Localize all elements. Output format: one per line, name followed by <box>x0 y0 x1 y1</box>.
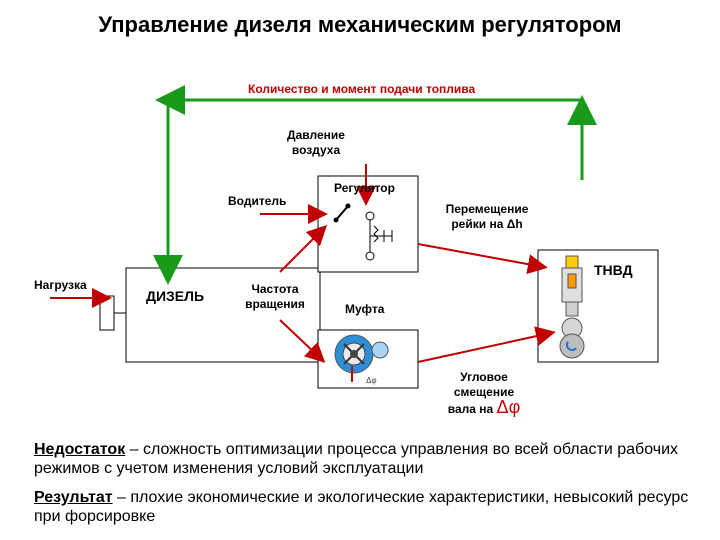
coupling-to-tnvd-arrow <box>417 326 556 363</box>
delta-phi-symbol: Δφ <box>496 397 521 417</box>
diesel-label: ДИЗЕЛЬ <box>146 288 205 304</box>
page-title: Управление дизеля механическим регулятор… <box>98 12 622 37</box>
result-text: – плохие экономические и экологические х… <box>34 489 689 525</box>
coupling-icon <box>334 334 389 382</box>
tnvd-box <box>537 249 659 363</box>
load-coupler-plate <box>99 295 115 331</box>
diesel-to-coupling-arrow <box>279 319 326 363</box>
regulator-label: Регулятор <box>334 181 395 195</box>
drawback-paragraph: Недостаток – сложность оптимизации проце… <box>34 440 694 478</box>
drawback-text: – сложность оптимизации процесса управле… <box>34 441 679 477</box>
angular-displacement-text: Угловое смещение вала на <box>447 370 515 416</box>
drawback-label: Недостаток <box>34 441 126 458</box>
green-feedback-line <box>155 85 584 140</box>
angular-displacement-label: Угловое смещение вала на Δφ <box>444 370 524 417</box>
fuel-quantity-timing-label: Количество и момент подачи топлива <box>248 82 476 96</box>
rotation-frequency-label: Частота вращения <box>245 282 305 311</box>
air-pressure-label: Давление воздуха <box>287 128 345 157</box>
rack-displacement-label: Перемещение рейки на Δh <box>445 202 529 231</box>
tnvd-pump-icon <box>559 255 585 359</box>
diesel-to-regulator-arrow <box>279 224 328 273</box>
load-label: Нагрузка <box>34 278 87 292</box>
coupling-delta-phi-label: Δφ <box>366 376 377 385</box>
result-paragraph: Результат – плохие экономические и эколо… <box>34 488 694 526</box>
driver-label: Водитель <box>228 194 287 208</box>
regulator-to-tnvd-arrow <box>417 243 548 275</box>
result-label: Результат <box>34 489 113 506</box>
tnvd-label: ТНВД <box>594 262 633 278</box>
regulator-mechanism-icon <box>333 203 393 261</box>
coupling-label: Муфта <box>345 302 385 316</box>
